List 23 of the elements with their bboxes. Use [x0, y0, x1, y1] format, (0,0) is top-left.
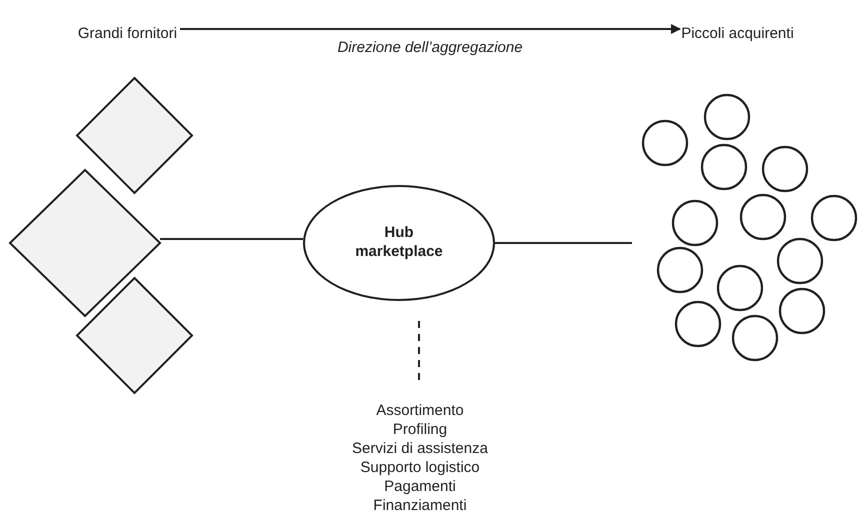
supplier-diamond	[10, 170, 160, 316]
group-label: Piccoli acquirenti	[680, 12, 795, 54]
supplier-diamond	[77, 78, 192, 193]
buyer-circle	[704, 94, 750, 140]
connector-line	[160, 238, 303, 240]
hub-ellipse: Hub marketplace	[303, 185, 495, 301]
buyer-circle	[740, 194, 786, 240]
buyer-circle	[675, 301, 721, 347]
service-list: Assortimento Profiling Servizi di assistenza Supporto logistico Pagamenti Finanziamenti	[300, 394, 540, 522]
buyer-circle	[657, 247, 703, 293]
buyer-circle	[672, 200, 718, 246]
arrow	[180, 24, 681, 34]
buyer-circle	[717, 265, 763, 311]
connector-line	[495, 242, 632, 244]
buyer-circle	[642, 120, 688, 166]
buyer-circle	[732, 315, 778, 361]
buyer-circle	[777, 238, 823, 284]
supplier-diamond	[77, 278, 192, 393]
buyer-circle	[701, 144, 747, 190]
buyer-circle	[811, 195, 857, 241]
group-label: Grandi fornitori	[75, 12, 180, 54]
buyer-circle	[762, 146, 808, 192]
buyer-circle	[779, 288, 825, 334]
